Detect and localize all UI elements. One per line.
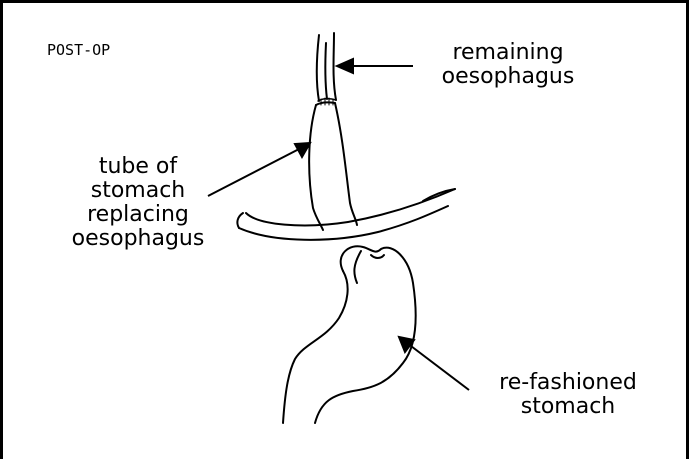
gastric-tube-right-wall: [335, 103, 357, 225]
gastric-tube-left-wall: [309, 105, 323, 230]
arrow-tube-of-stomach: [208, 148, 301, 196]
diaphragm-left-end: [237, 213, 243, 228]
stomach-outline-outer: [315, 246, 416, 423]
label-remaining-oesophagus: remaining oesophagus: [423, 41, 593, 89]
label-line: remaining: [423, 41, 593, 65]
oesophagus-right-wall: [334, 33, 337, 100]
stomach-fundus-curl: [371, 255, 384, 258]
stomach-outline-inner: [283, 271, 348, 423]
stomach-fundus-fold: [354, 251, 361, 283]
label-line: oesophagus: [63, 227, 213, 251]
arrow-refashioned-stomach: [407, 343, 469, 390]
label-line: stomach: [483, 395, 653, 419]
arrowhead-tube-of-stomach: [295, 143, 310, 157]
oesophagus-inner-line: [325, 43, 327, 99]
label-line: oesophagus: [423, 65, 593, 89]
label-line: tube of: [63, 155, 213, 179]
label-line: replacing: [63, 203, 213, 227]
oesophagus-left-wall: [317, 35, 319, 101]
label-line: stomach: [63, 179, 213, 203]
label-line: re-fashioned: [483, 371, 653, 395]
label-tube-of-stomach: tube of stomach replacing oesophagus: [63, 155, 213, 251]
arrowhead-remaining-oesophagus: [337, 59, 353, 73]
label-refashioned-stomach: re-fashioned stomach: [483, 371, 653, 419]
arrowhead-refashioned-stomach: [399, 337, 414, 352]
